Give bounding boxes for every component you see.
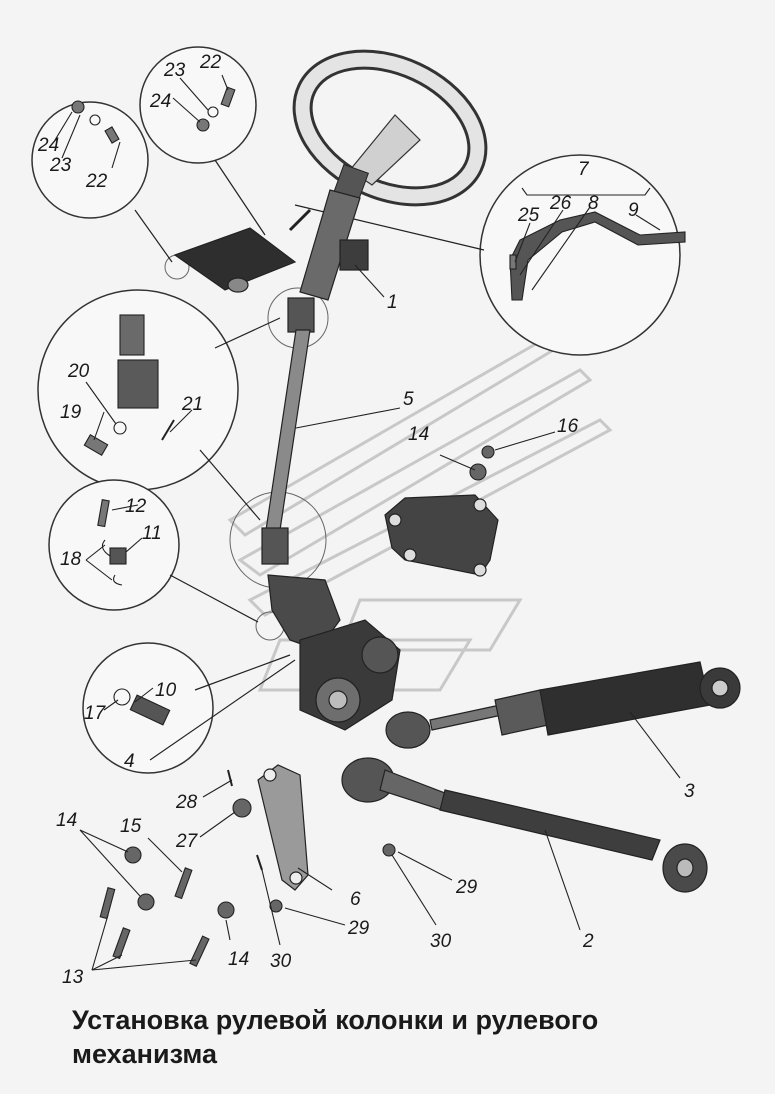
- detail-circle-lever-7: [479, 154, 681, 356]
- power-cylinder: [385, 661, 741, 749]
- callout-9: 9: [628, 200, 639, 221]
- callout-21: 21: [181, 394, 203, 415]
- callout-24-top: 24: [149, 91, 171, 112]
- callout-26: 26: [549, 193, 572, 214]
- callout-17: 17: [84, 703, 107, 724]
- detail-circle-fasteners-22-24-top: [139, 46, 257, 164]
- callout-7: 7: [578, 159, 590, 180]
- callout-23-left: 23: [49, 155, 72, 176]
- callout-6: 6: [350, 889, 361, 910]
- callout-1: 1: [387, 292, 398, 313]
- intermediate-shaft: [261, 297, 315, 565]
- callout-19: 19: [60, 402, 82, 423]
- drag-link: [341, 757, 708, 893]
- callout-14-washer-left: 14: [56, 810, 77, 831]
- callout-labels: 1 2 3 4 5 6 7 8 9 10 11 12 13 14 14 14 1…: [37, 52, 695, 988]
- loose-fasteners: [99, 445, 495, 968]
- callout-13: 13: [62, 967, 84, 988]
- callout-4: 4: [124, 751, 135, 772]
- callout-14-washer-bracket: 14: [408, 424, 429, 445]
- callout-23-top: 23: [163, 60, 186, 81]
- callout-18: 18: [60, 549, 82, 570]
- callout-leaders: [54, 74, 681, 971]
- steering-wheel: [292, 49, 488, 207]
- callout-15: 15: [120, 816, 142, 837]
- callout-22-left: 22: [85, 171, 108, 192]
- steering-gear: [267, 574, 401, 731]
- callout-25: 25: [517, 205, 540, 226]
- watermark-logo: [227, 328, 613, 692]
- pitman-arm: [257, 764, 309, 891]
- callout-14-washer-bottom: 14: [228, 949, 249, 970]
- callout-3: 3: [684, 781, 695, 802]
- callout-28: 28: [175, 792, 198, 813]
- callout-30-pitman: 30: [270, 951, 292, 972]
- callout-30-drag-link: 30: [430, 931, 452, 952]
- detail-parts: [71, 86, 686, 726]
- callout-29-pitman: 29: [347, 918, 370, 939]
- callout-12: 12: [125, 496, 147, 517]
- callout-22-top: 22: [199, 52, 222, 73]
- callout-2: 2: [582, 931, 594, 952]
- callout-10: 10: [155, 680, 177, 701]
- callout-11: 11: [142, 523, 162, 544]
- callout-20: 20: [67, 361, 90, 382]
- callout-8: 8: [588, 193, 599, 214]
- steering-column: [173, 189, 369, 301]
- mounting-bracket: [384, 494, 499, 577]
- callout-29-drag-link: 29: [455, 877, 478, 898]
- callout-16: 16: [557, 416, 579, 437]
- callout-27: 27: [175, 831, 199, 852]
- callout-5: 5: [403, 389, 414, 410]
- callout-24-left: 24: [37, 135, 59, 156]
- detail-circle-fasteners-11-18: [48, 479, 180, 611]
- figure-caption: Установка рулевой колонки и рулевого мех…: [72, 1005, 599, 1069]
